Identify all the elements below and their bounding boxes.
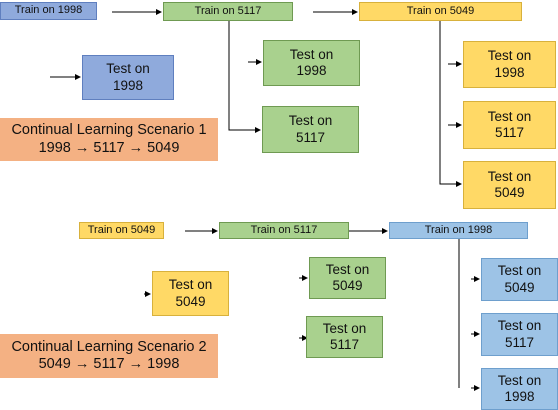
s1-test-1998-b: Test on 1998 (263, 40, 360, 86)
test-dataset: 5117 (504, 334, 535, 350)
s1-train-5117-box: Train on 5117 (163, 2, 293, 21)
s2-train-5049-label: Train on 5049 (87, 223, 156, 236)
test-dataset: 5117 (494, 125, 525, 140)
s2-test-5049-a: Test on 5049 (152, 271, 229, 316)
s2-test-5117-c: Test on 5117 (481, 313, 558, 356)
test-dataset: 1998 (504, 389, 535, 404)
s2-test-5049-b: Test on 5049 (309, 257, 386, 299)
s2-test-5049-c: Test on 5049 (481, 258, 558, 301)
s1-test-1998-a: Test on 1998 (82, 55, 174, 100)
test-label: Test on (106, 61, 150, 77)
test-label: Test on (497, 372, 542, 388)
s1-test-1998-c: Test on 1998 (463, 41, 556, 88)
s1-test-5117-b: Test on 5117 (262, 106, 359, 153)
test-dataset: 1998 (296, 63, 327, 78)
s1-test-5049-c: Test on 5049 (463, 161, 556, 209)
s1-train-5049-box: Train on 5049 (359, 2, 522, 21)
s1-test-5117-c: Test on 5117 (463, 101, 556, 149)
test-dataset: 5049 (175, 293, 206, 309)
scenario-2-label: Continual Learning Scenario 2 5049 → 511… (0, 334, 218, 378)
s1-train-5049-label: Train on 5049 (406, 4, 475, 17)
scenario-title: Continual Learning Scenario 2 (11, 338, 207, 355)
scenario-sequence: 1998 → 5117 → 5049 (38, 139, 180, 156)
s1-train-1998-box: Train on 1998 (0, 2, 97, 20)
line-s1-5049-branch (439, 21, 462, 187)
scenario-1-label: Continual Learning Scenario 1 1998 → 511… (0, 118, 218, 161)
test-label: Test on (288, 113, 333, 129)
s2-train-1998-label: Train on 1998 (424, 223, 493, 236)
test-dataset: 5049 (504, 279, 535, 295)
test-label: Test on (487, 168, 532, 184)
test-label: Test on (168, 277, 213, 293)
test-dataset: 1998 (112, 77, 144, 93)
test-dataset: 5117 (295, 129, 326, 145)
test-dataset: 5049 (494, 185, 525, 200)
test-label: Test on (325, 261, 370, 277)
s1-train-1998-label: Train on 1998 (14, 4, 83, 17)
test-dataset: 5049 (332, 278, 363, 293)
scenario-sequence: 5049 → 5117 → 1998 (38, 356, 180, 372)
test-label: Test on (497, 263, 542, 279)
line-s1-5117-branch (228, 21, 261, 133)
scenario-title: Continual Learning Scenario 1 (11, 122, 207, 139)
test-label: Test on (322, 320, 367, 336)
test-dataset: 1998 (494, 64, 525, 80)
test-dataset: 5117 (329, 337, 360, 352)
test-label: Test on (289, 46, 334, 62)
test-label: Test on (497, 318, 542, 334)
s2-train-5117-box: Train on 5117 (219, 222, 349, 239)
s2-train-5117-label: Train on 5117 (250, 223, 318, 236)
test-label: Test on (487, 48, 532, 64)
test-label: Test on (487, 108, 532, 124)
s2-test-1998-c: Test on 1998 (481, 368, 558, 410)
s2-train-5049-box: Train on 5049 (79, 222, 164, 239)
s2-train-1998-box: Train on 1998 (389, 222, 528, 239)
s2-test-5117-b: Test on 5117 (306, 316, 383, 358)
s1-train-5117-label: Train on 5117 (194, 4, 262, 17)
